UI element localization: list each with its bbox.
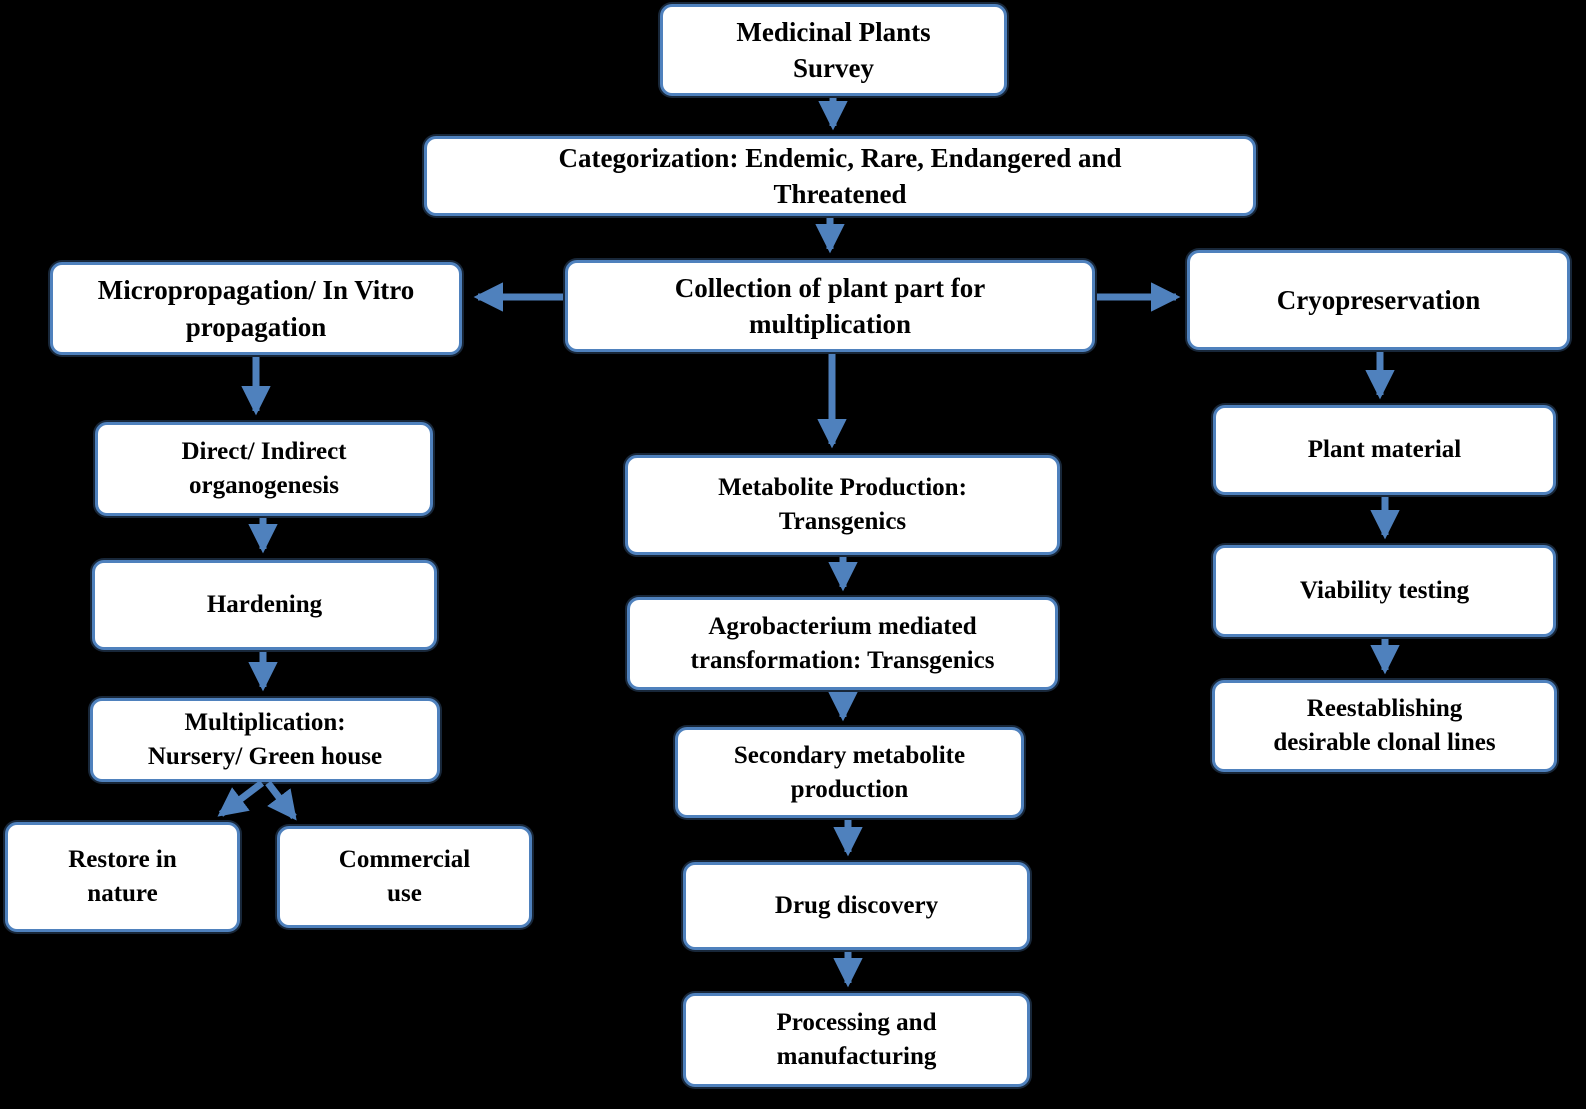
node-processing-manufacturing: Processing and manufacturing xyxy=(683,993,1030,1087)
node-secondary-metabolite: Secondary metabolite production xyxy=(675,727,1024,818)
node-collection-of-plant-part: Collection of plant part for multiplicat… xyxy=(565,260,1095,352)
node-medicinal-plants-survey: Medicinal Plants Survey xyxy=(660,4,1007,96)
arrow-multiplication-commercial xyxy=(265,780,297,821)
node-categorization: Categorization: Endemic, Rare, Endangere… xyxy=(424,136,1256,216)
node-organogenesis: Direct/ Indirect organogenesis xyxy=(95,422,433,516)
node-plant-material: Plant material xyxy=(1213,405,1556,495)
node-viability-testing: Viability testing xyxy=(1213,545,1556,637)
node-agrobacterium-transformation: Agrobacterium mediated transformation: T… xyxy=(627,597,1058,690)
arrow-multiplication-restore xyxy=(217,780,265,817)
node-reestablishing-clonal-lines: Reestablishing desirable clonal lines xyxy=(1212,680,1557,772)
node-micropropagation: Micropropagation/ In Vitro propagation xyxy=(50,262,462,355)
node-drug-discovery: Drug discovery xyxy=(683,862,1030,950)
node-multiplication: Multiplication: Nursery/ Green house xyxy=(90,698,440,782)
node-metabolite-production: Metabolite Production: Transgenics xyxy=(625,455,1060,555)
node-commercial-use: Commercial use xyxy=(277,826,532,928)
node-cryopreservation: Cryopreservation xyxy=(1187,250,1570,350)
node-hardening: Hardening xyxy=(92,560,437,650)
node-restore-in-nature: Restore in nature xyxy=(5,822,240,932)
